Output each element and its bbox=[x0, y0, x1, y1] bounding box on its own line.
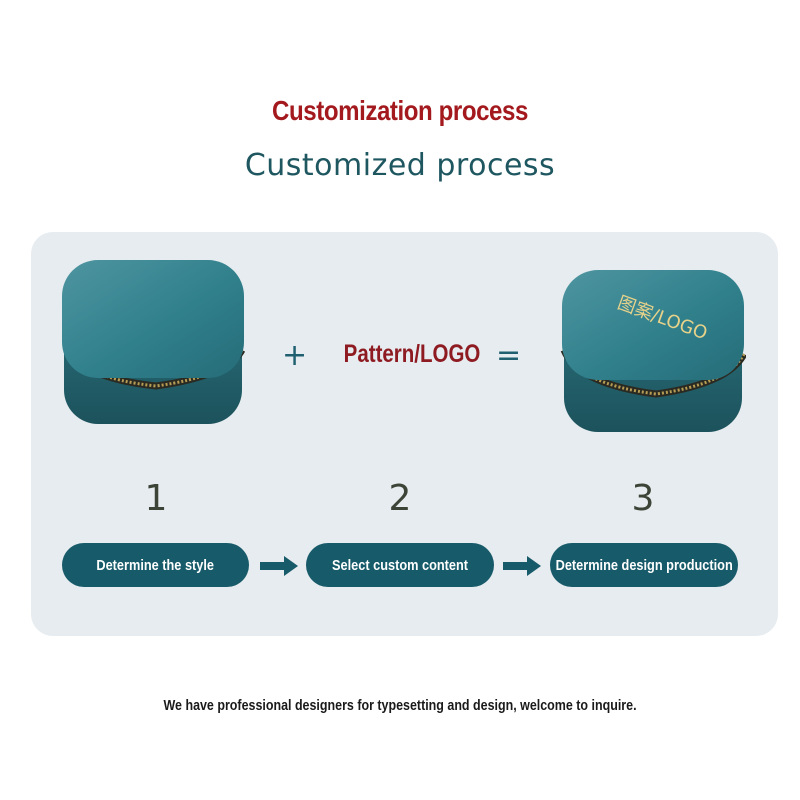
step-pill-3: Determine design production bbox=[550, 543, 738, 587]
arrow-right-icon bbox=[503, 556, 541, 576]
plus-sign: + bbox=[282, 338, 308, 373]
footer-note-text: We have professional designers for types… bbox=[163, 698, 637, 714]
step-pill-1: Determine the style bbox=[62, 543, 249, 587]
step-number-2: 2 bbox=[388, 478, 412, 519]
equals-sign: = bbox=[496, 338, 522, 373]
page-subtitle: Customized process bbox=[244, 148, 556, 183]
step-label-3: Determine design production bbox=[555, 556, 733, 574]
pattern-logo-label: Pattern/LOGO bbox=[343, 340, 481, 368]
step-label-1: Determine the style bbox=[96, 556, 215, 574]
step-pill-2: Select custom content bbox=[306, 543, 494, 587]
jewelry-box-logo: 图案/LOGO bbox=[560, 268, 746, 440]
page-title: Customization process bbox=[272, 95, 528, 126]
footer-note: We have professional designers for types… bbox=[0, 698, 800, 714]
step-number-3: 3 bbox=[631, 478, 655, 519]
arrow-right-icon bbox=[260, 556, 298, 576]
step-number-1: 1 bbox=[144, 478, 168, 519]
step-label-2: Select custom content bbox=[331, 556, 469, 574]
jewelry-box-plain bbox=[62, 260, 246, 424]
